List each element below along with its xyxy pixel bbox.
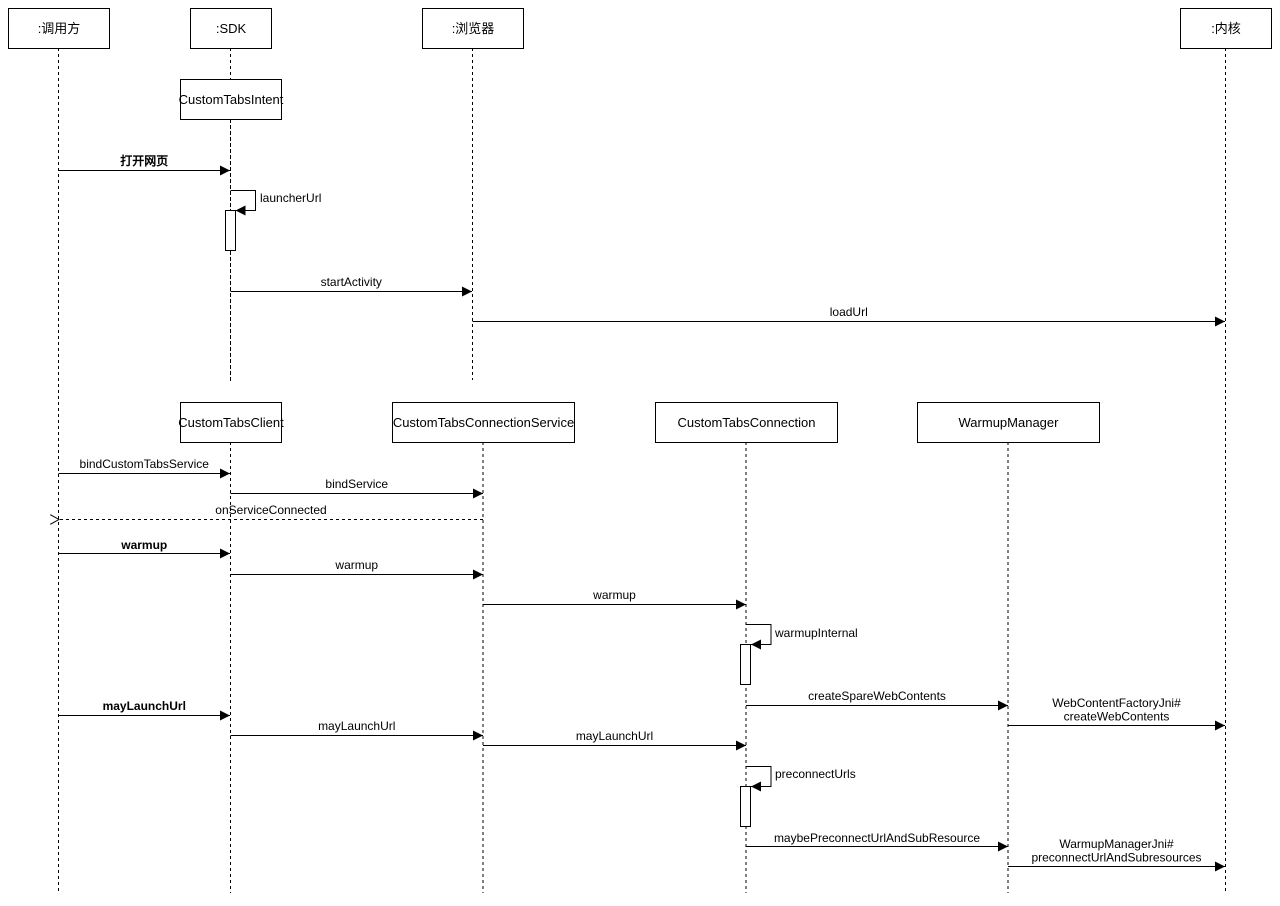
message-warmup3: warmup: [483, 588, 746, 610]
participant-box: [917, 402, 1100, 443]
message-label: warmup: [592, 588, 636, 602]
participant-sdk: :SDK: [190, 8, 272, 49]
participant-ctc: CustomTabsClient: [178, 402, 284, 443]
message-label: bindService: [325, 477, 388, 491]
activation-bar: [740, 786, 751, 827]
participant-wm: WarmupManager: [917, 402, 1100, 443]
message-label: preconnectUrls: [775, 767, 856, 781]
self-message-arrow: [746, 624, 772, 650]
message-may-launch2: mayLaunchUrl: [230, 719, 483, 741]
participant-label: CustomTabsIntent: [179, 92, 284, 107]
message-label: 打开网页: [120, 153, 168, 168]
participant-label: :调用方: [38, 21, 81, 36]
participant-ctconn: CustomTabsConnection: [655, 402, 838, 443]
message-label: createSpareWebContents: [808, 689, 946, 703]
message-create-web-contents: WebContentFactoryJni#createWebContents: [1008, 696, 1225, 731]
participant-label: :浏览器: [452, 21, 495, 36]
participant-browser: :浏览器: [422, 8, 524, 49]
participant-label: :内核: [1211, 21, 1241, 36]
participant-box: [190, 8, 272, 49]
participant-label: CustomTabsConnection: [677, 415, 815, 430]
activation-bar: [740, 644, 751, 685]
message-warmup1: warmup: [58, 538, 230, 559]
self-message-arrow: [230, 190, 256, 216]
participant-label: CustomTabsConnectionService: [393, 415, 574, 430]
message-label: mayLaunchUrl: [576, 729, 653, 743]
message-maybe-preconnect: maybePreconnectUrlAndSubResource: [746, 831, 1008, 852]
message-label: mayLaunchUrl: [103, 699, 186, 713]
message-open-page: 打开网页: [58, 153, 230, 176]
message-bind-service: bindService: [230, 477, 483, 499]
message-label: mayLaunchUrl: [318, 719, 395, 733]
message-label: WarmupManagerJni#preconnectUrlAndSubreso…: [1031, 837, 1201, 865]
participant-label: :SDK: [216, 21, 247, 36]
activation-bar: [225, 210, 236, 251]
message-label: maybePreconnectUrlAndSubResource: [774, 831, 980, 845]
message-create-spare: createSpareWebContents: [746, 689, 1008, 711]
participant-label: CustomTabsClient: [178, 415, 284, 430]
message-label: warmup: [120, 538, 167, 552]
self-message-warmup-internal: warmupInternal: [746, 624, 858, 650]
message-may-launch3: mayLaunchUrl: [483, 729, 746, 751]
participant-box: [655, 402, 838, 443]
message-label: startActivity: [321, 275, 382, 289]
message-label: warmup: [334, 558, 378, 572]
self-message-launcher-url: launcherUrl: [230, 190, 321, 216]
participant-box: [180, 79, 282, 120]
message-label: loadUrl: [830, 305, 868, 319]
participant-box: [392, 402, 575, 443]
participant-caller: :调用方: [8, 8, 110, 49]
message-start-activity: startActivity: [230, 275, 472, 297]
message-on-service-connected: onServiceConnected: [59, 503, 483, 520]
participant-box: [422, 8, 524, 49]
message-bind-cts: bindCustomTabsService: [58, 457, 230, 479]
message-label: bindCustomTabsService: [80, 457, 210, 471]
participant-box: [8, 8, 110, 49]
message-may-launch1: mayLaunchUrl: [58, 699, 230, 721]
message-label: onServiceConnected: [215, 503, 326, 517]
message-warmup2: warmup: [230, 558, 483, 580]
participant-box: [180, 402, 282, 443]
message-label: launcherUrl: [260, 191, 321, 205]
self-message-preconnect-urls: preconnectUrls: [746, 766, 856, 792]
participant-kernel: :内核: [1180, 8, 1272, 49]
message-preconnect-sub: WarmupManagerJni#preconnectUrlAndSubreso…: [1008, 837, 1225, 872]
participant-label: WarmupManager: [959, 415, 1060, 430]
self-message-arrow: [746, 766, 772, 792]
participant-box: [1180, 8, 1272, 49]
message-label: WebContentFactoryJni#createWebContents: [1052, 696, 1181, 724]
message-label: warmupInternal: [774, 626, 858, 640]
participant-ctcs: CustomTabsConnectionService: [392, 402, 575, 443]
participant-cti: CustomTabsIntent: [179, 79, 284, 120]
message-load-url: loadUrl: [472, 305, 1225, 327]
